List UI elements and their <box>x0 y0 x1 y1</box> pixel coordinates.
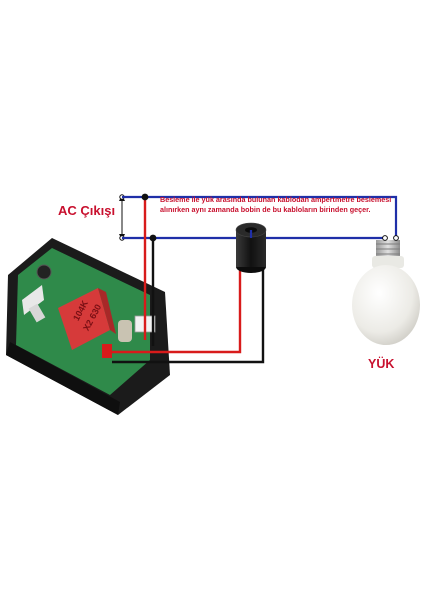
ac-output-label: AC Çıkışı <box>58 203 116 218</box>
junction-dots <box>141 193 157 242</box>
ammeter-module-icon: 104K X2 630 <box>6 238 170 415</box>
current-coil-icon <box>235 222 267 273</box>
wiring-note: Besleme ile yük arasında bulunan kabloda… <box>160 195 392 214</box>
led-bulb-icon <box>352 235 420 345</box>
ac-output-marker <box>119 194 125 241</box>
load-label: YÜK <box>368 357 395 371</box>
module-wires <box>108 197 265 364</box>
